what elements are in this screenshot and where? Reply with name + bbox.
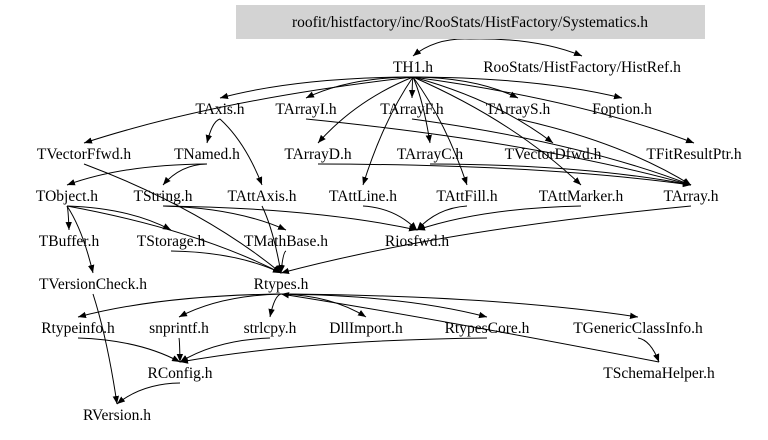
node-tstring[interactable]: TString.h [134,188,193,205]
edge-tobject-to-tstorage [66,205,172,231]
root-node-label[interactable]: roofit/histfactory/inc/RooStats/HistFact… [292,14,648,31]
edge-tvectorffwd-to-rtypes [83,163,282,274]
edge-tstorage-to-rtypes [170,250,282,274]
edge-tattmarker-to-riosfwd [416,205,582,231]
edge-tnamed-to-tobject [66,163,208,186]
node-tarrayd[interactable]: TArrayD.h [284,146,351,163]
edge-rtypes-to-rtypeinfo [77,293,282,319]
node-snprintf[interactable]: snprintf.h [149,320,209,337]
edge-tnamed-to-tstring [162,163,208,186]
node-tattaxis[interactable]: TAttAxis.h [228,188,297,205]
nodes: TH1.h RooStats/HistFactory/HistRef.hTAxis… [36,59,742,424]
edge-th1-to-tattfill [412,76,468,186]
root-node-box [236,5,705,39]
node-tfitresultptr[interactable]: TFitResultPtr.h [646,146,741,163]
edge-tarrayi-to-tarray [305,118,692,186]
edge-rtypes-to-snprintf [178,293,282,318]
node-strlcpy[interactable]: strlcpy.h [244,320,297,337]
node-riosfwd[interactable]: Riosfwd.h [385,233,449,250]
node-tarray[interactable]: TArray.h [664,188,719,205]
node-foption[interactable]: Foption.h [592,101,652,118]
edge-rtypescore-to-rconfig [179,337,488,364]
node-tvectorffwd[interactable]: TVectorFfwd.h [37,146,132,163]
edge-th1-to-tarrayc [412,76,432,144]
node-taxis[interactable]: TAxis.h [195,101,244,118]
edge-tarrayf-to-tarray [411,118,692,186]
edge-taxis-to-tnamed [205,118,221,144]
edge-th1-to-tvectorffwd [83,76,414,144]
node-tmathbase[interactable]: TMathBase.h [244,233,328,250]
node-tattfill[interactable]: TAttFill.h [436,188,497,205]
edge-tarrayc-to-tarray [429,163,692,187]
edge-tobject-to-tbuffer [65,205,72,231]
edge-tschemahelper-to-rtypes [280,292,660,363]
edge-snprintf-to-rconfig [176,337,184,363]
node-tversioncheck[interactable]: TVersionCheck.h [39,276,147,293]
edge-systematics-to-th1 [412,38,471,57]
node-tschemahelper[interactable]: TSchemaHelper.h [603,365,715,382]
edge-th1-to-foption [412,76,623,100]
node-tobject[interactable]: TObject.h [36,188,98,205]
edge-tversioncheck-to-rversion [92,293,119,405]
edge-tarrays-to-tarray [517,118,692,186]
edge-rconfig-to-rversion [116,382,181,405]
node-tstorage[interactable]: TStorage.h [137,233,206,250]
node-tgenericclassinfo[interactable]: TGenericClassInfo.h [573,320,703,337]
node-rconfig[interactable]: RConfig.h [147,365,212,382]
edge-th1-to-tarrayd [317,76,414,144]
node-tnamed[interactable]: TNamed.h [174,146,240,163]
node-rtypes[interactable]: Rtypes.h [254,276,309,293]
edge-taxis-to-tattaxis [219,118,263,186]
node-rtypeinfo[interactable]: Rtypeinfo.h [41,320,115,337]
edge-rtypes-to-tgenericclassinfo [280,293,639,319]
node-tbuffer[interactable]: TBuffer.h [39,233,100,250]
node-tarrayi[interactable]: TArrayI.h [275,101,336,118]
node-tvectordfwd[interactable]: TVectorDfwd.h [505,146,602,163]
edge-tgenericclassinfo-to-tschemahelper [637,337,660,363]
node-dllimport[interactable]: DllImport.h [329,320,403,337]
edge-th1-to-tarrayf [408,76,416,99]
edge-th1-to-tvectordfwd [412,76,554,144]
edge-tarray-to-rtypes [280,205,692,275]
node-th1[interactable]: TH1.h [393,59,433,76]
edge-th1-to-tfitresultptr [412,76,695,144]
node-histref[interactable]: RooStats/HistFactory/HistRef.h [483,59,681,76]
node-tattmarker[interactable]: TAttMarker.h [539,188,624,205]
node-rtypescore[interactable]: RtypesCore.h [445,320,530,337]
edge-tobject-to-rtypes [66,205,282,274]
edge-rtypes-to-strlcpy [268,293,282,318]
edge-strlcpy-to-rconfig [179,337,271,363]
edge-th1-to-tattmarker [412,76,582,186]
edge-tattline-to-riosfwd [362,205,418,231]
edge-tattfill-to-riosfwd [416,205,468,231]
node-tarrays[interactable]: TArrayS.h [486,101,551,118]
edge-th1-to-tarrayi [305,76,414,99]
edge-rtypeinfo-to-rconfig [77,337,181,363]
node-rversion[interactable]: RVersion.h [83,407,151,424]
node-tarrayf[interactable]: TArrayF.h [380,101,444,118]
edge-tobject-to-tversioncheck [66,205,95,274]
edge-tstring-to-riosfwd [162,205,418,232]
edge-tarrayd-to-tarray [317,163,692,188]
edge-tmathbase-to-rtypes [278,250,287,274]
edge-systematics-to-histref [469,38,583,57]
edge-th1-to-taxis [219,76,414,100]
node-tarrayc[interactable]: TArrayC.h [397,146,464,163]
edges [65,38,695,405]
edge-th1-to-tattline [362,76,414,186]
node-tattline[interactable]: TAttLine.h [329,188,397,205]
